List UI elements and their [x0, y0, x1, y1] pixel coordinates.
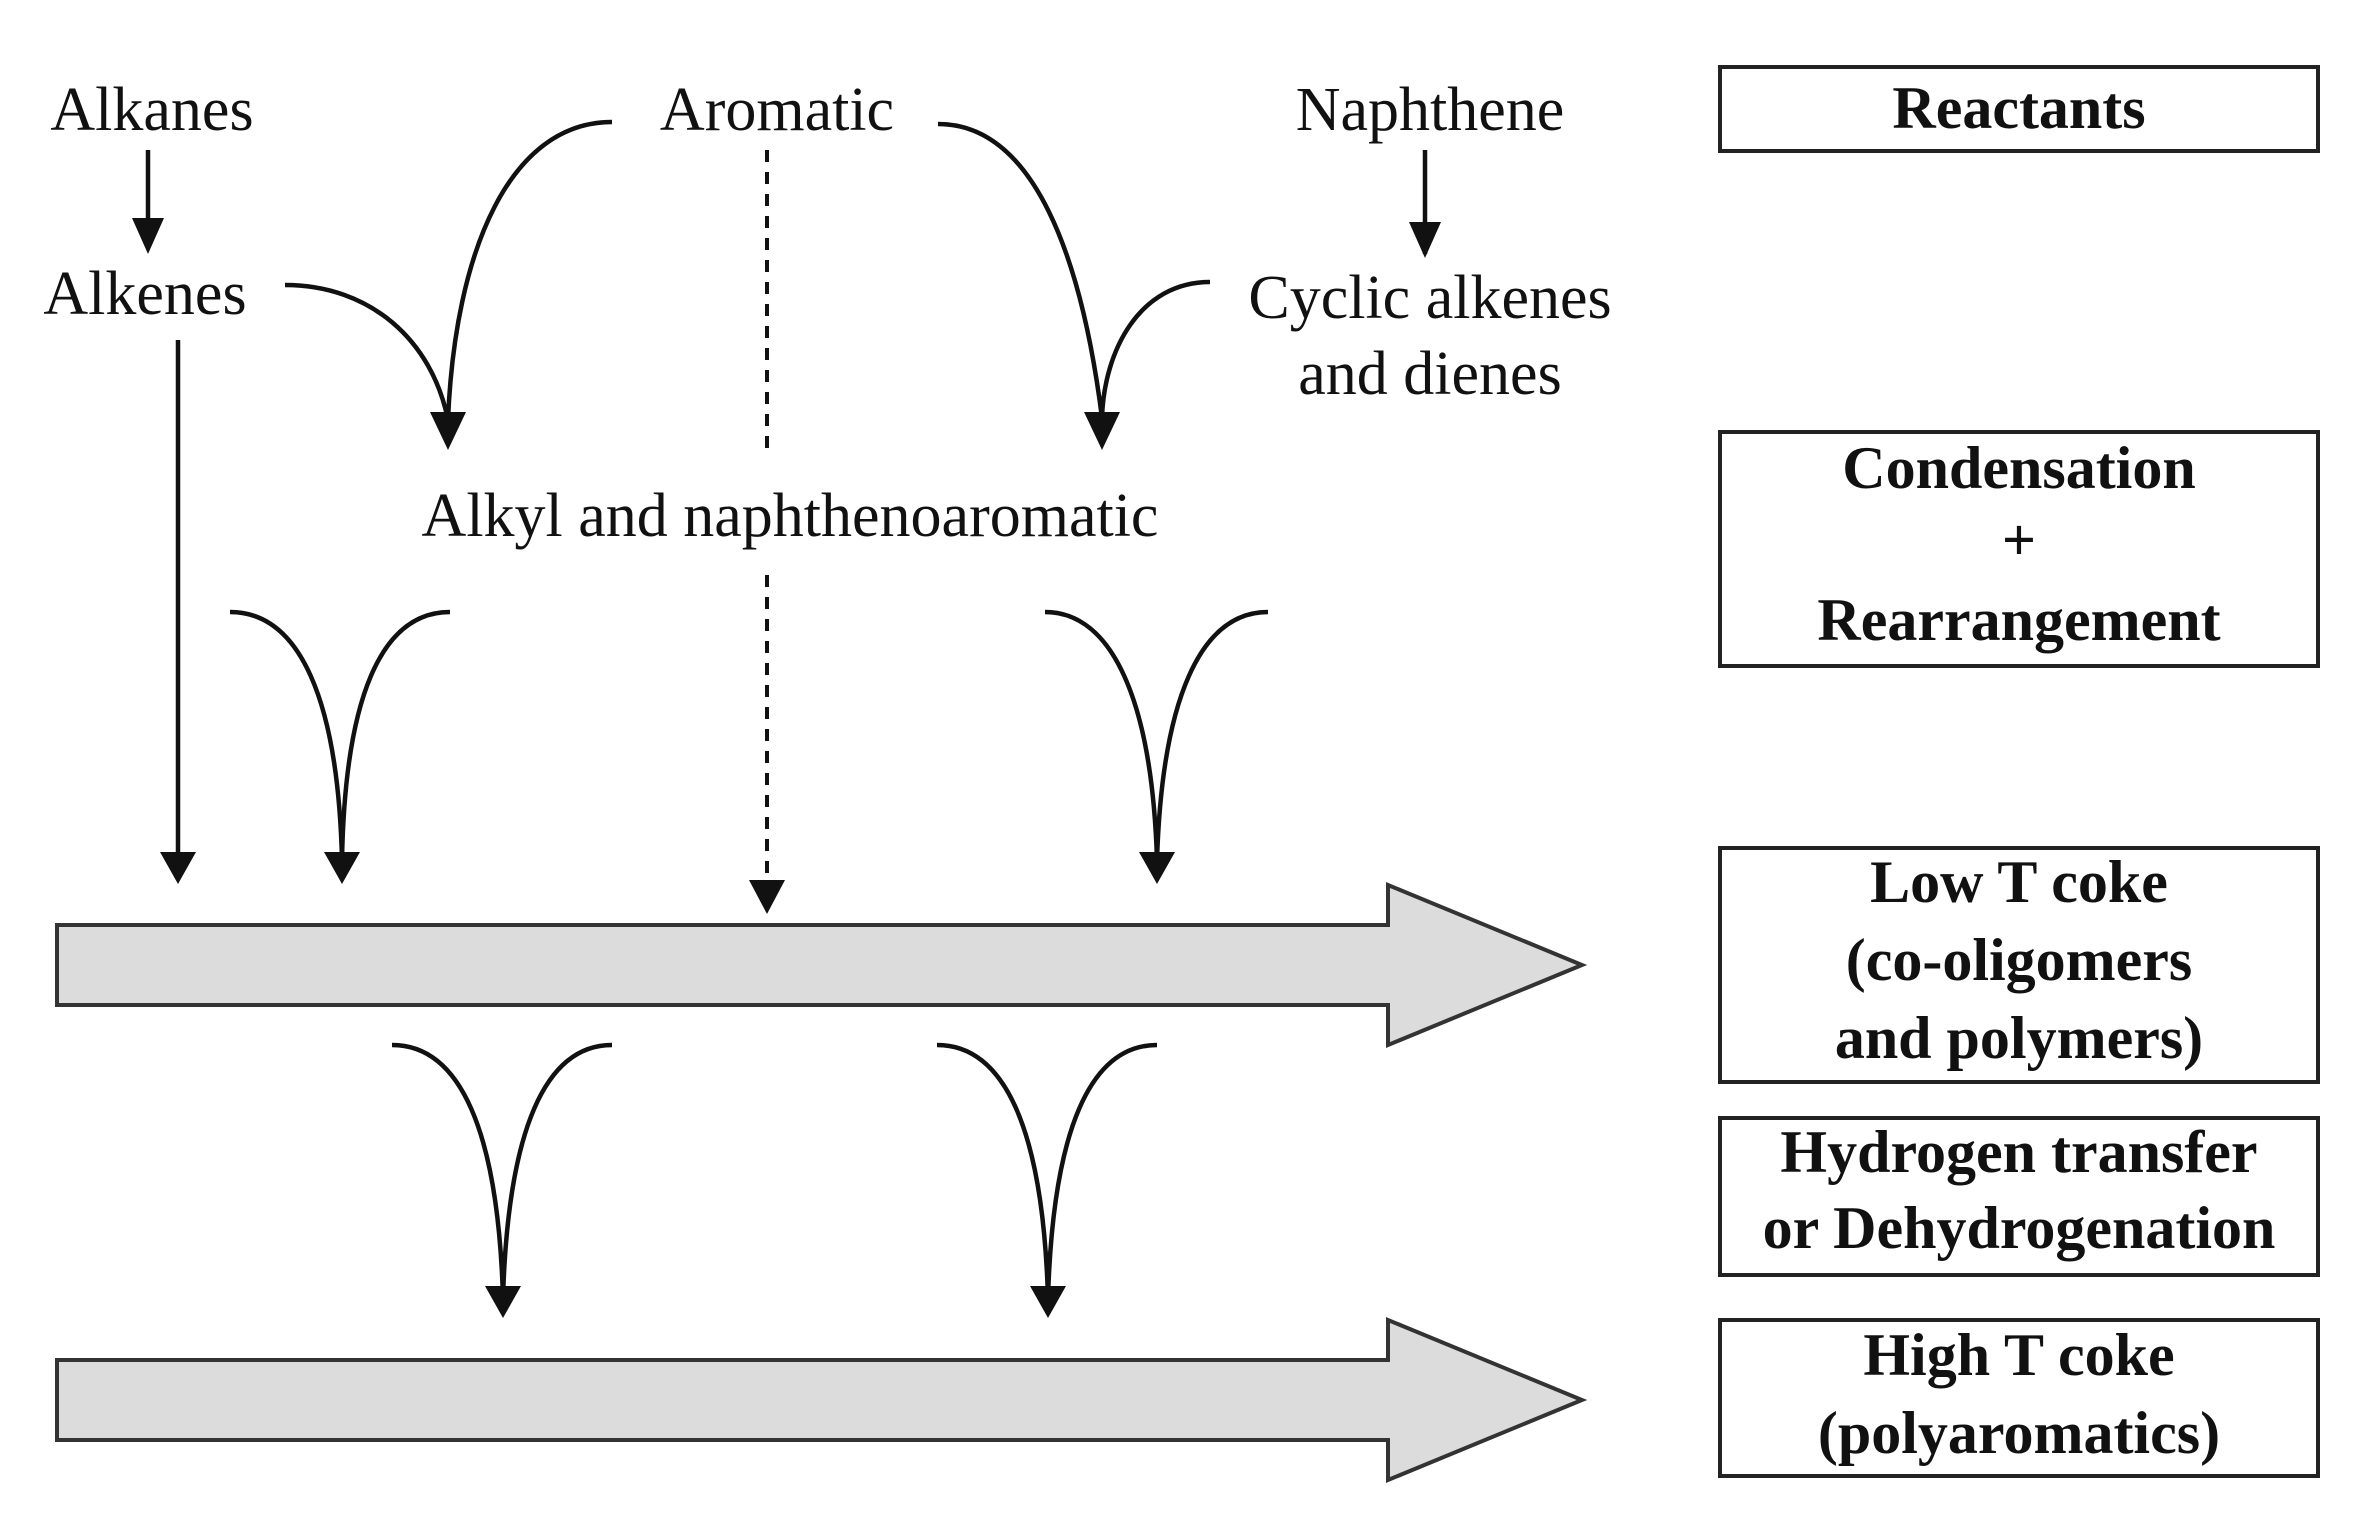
condensation-line2: + [2002, 507, 2036, 573]
cyclic-alkenes-label: Cyclic alkenes [1248, 264, 1611, 332]
high-t-left-v-right [500, 1042, 613, 1299]
alkenes-label: Alkenes [43, 260, 246, 328]
dienes-label: and dienes [1298, 340, 1561, 408]
alkyl-left-arrowhead [430, 412, 466, 450]
low-t-right-v-left [1044, 609, 1160, 861]
high-t-coke-line2: (polyaromatics) [1818, 1400, 2220, 1466]
high-t-right-v-left [936, 1042, 1051, 1299]
low-t-coke-box [1718, 846, 2320, 1084]
low-t-left-v-arrowhead [324, 852, 360, 884]
reactants-box-label: Reactants [1892, 75, 2145, 141]
high-t-coke-line1: High T coke [1863, 1322, 2174, 1388]
alkenes-curve [284, 282, 451, 421]
low-t-coke-line1: Low T coke [1870, 849, 2168, 915]
alkanes-label: Alkanes [50, 76, 253, 144]
high-t-left-v-left [391, 1042, 506, 1299]
alkyl-right-arrowhead [1084, 412, 1120, 450]
hydrogen-transfer-line2: or Dehydrogenation [1763, 1195, 2276, 1261]
naphthene-to-cyclic-arrowhead [1409, 222, 1441, 258]
high-t-coke-arrow [55, 1317, 1588, 1483]
condensation-line1: Condensation [1842, 435, 2195, 501]
alkyl-naphthenoaromatic-label: Alkyl and naphthenoaromatic [422, 482, 1159, 550]
low-t-right-v-arrowhead [1139, 852, 1175, 884]
condensation-line3: Rearrangement [1817, 587, 2220, 653]
low-t-left-v-right [339, 609, 451, 861]
low-t-coke-line3: and polymers) [1835, 1005, 2203, 1071]
cyclic-alkenes-curve [1099, 279, 1211, 419]
low-t-coke-arrow [55, 882, 1588, 1048]
hydrogen-transfer-box [1718, 1116, 2320, 1277]
high-t-left-v-arrowhead [485, 1286, 521, 1318]
aromatic-right-curve [937, 121, 1105, 419]
naphthene-label: Naphthene [1296, 76, 1565, 144]
hydrogen-transfer-line1: Hydrogen transfer [1780, 1119, 2257, 1185]
reactants-box [1718, 65, 2320, 153]
aromatic-left-curve [445, 119, 613, 421]
high-t-right-v-arrowhead [1030, 1286, 1066, 1318]
alkanes-to-alkenes-arrowhead [132, 218, 164, 254]
high-t-coke-box [1718, 1318, 2320, 1478]
high-t-right-v-right [1045, 1042, 1158, 1299]
aromatic-to-low-t-arrowhead [749, 880, 785, 914]
aromatic-label: Aromatic [660, 76, 894, 144]
low-t-right-v-right [1154, 609, 1269, 861]
condensation-box [1718, 430, 2320, 668]
low-t-coke-line2: (co-oligomers [1846, 927, 2193, 993]
low-t-left-v-left [229, 609, 345, 861]
alkenes-to-low-t-arrowhead [160, 852, 196, 884]
